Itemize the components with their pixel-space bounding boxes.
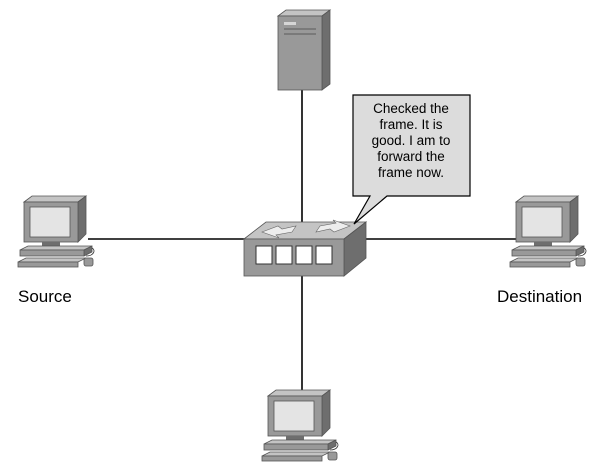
switch-port-3	[295, 245, 313, 265]
callout-line-1: Checked the	[373, 101, 449, 116]
callout-line-4: forward the	[377, 149, 445, 164]
callout-line-2: frame. It is	[379, 117, 443, 132]
pc-icon-bottom	[261, 389, 339, 462]
links	[88, 90, 520, 398]
pc-icon-destination	[509, 195, 587, 268]
server-icon	[276, 9, 332, 91]
switch-port-4	[315, 245, 333, 265]
switch-port-2	[275, 245, 293, 265]
pc-icon-source	[17, 195, 95, 268]
callout-line-3: good. I am to	[371, 133, 451, 148]
switch-icon	[242, 219, 368, 277]
switch-port-1	[255, 245, 273, 265]
destination-label: Destination	[497, 287, 583, 306]
source-label: Source	[18, 287, 72, 306]
callout-line-5: frame now.	[377, 165, 445, 180]
callout-bubble	[352, 94, 471, 225]
callout-text: Checked the frame. It is good. I am to f…	[355, 101, 467, 181]
